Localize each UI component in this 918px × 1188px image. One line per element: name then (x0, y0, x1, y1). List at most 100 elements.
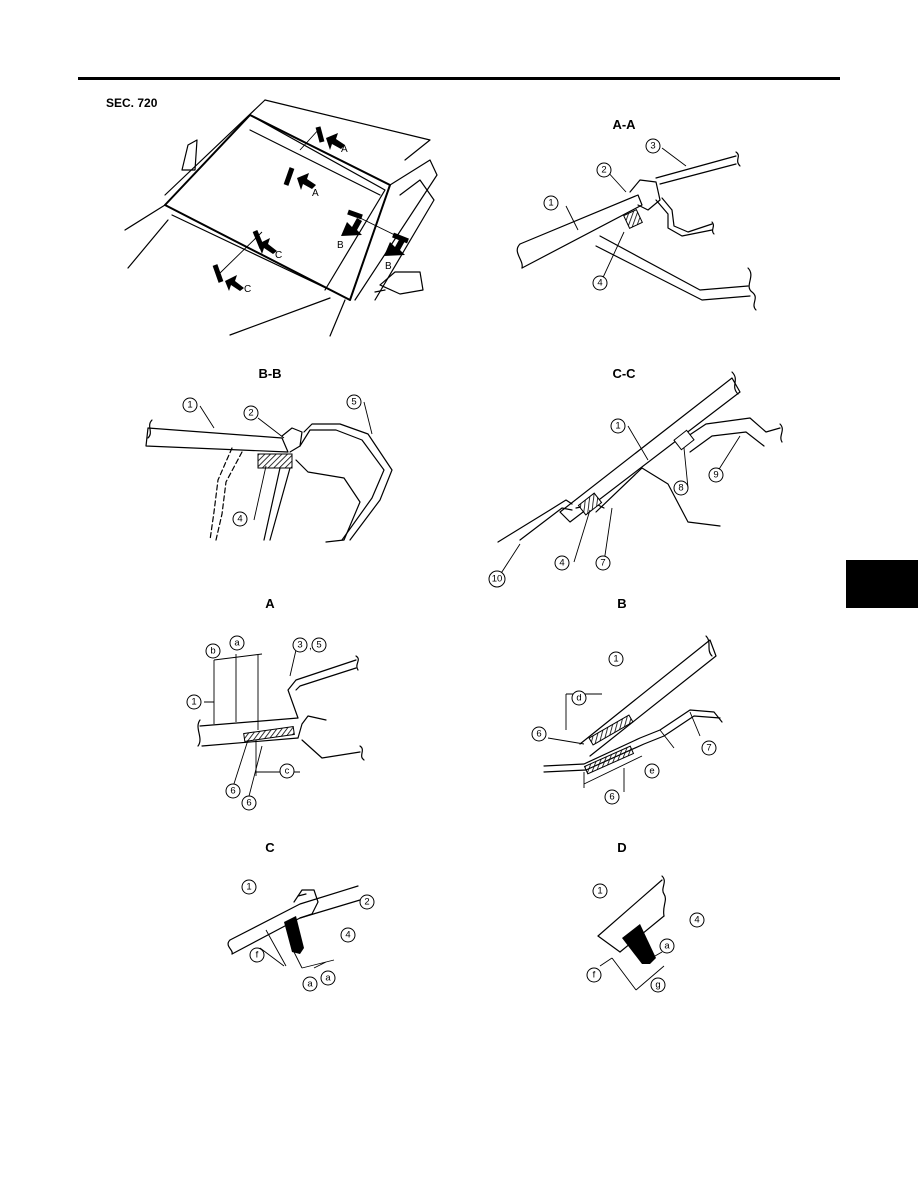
callout-d-f: f (586, 967, 602, 983)
callout-b-7: 7 (701, 740, 717, 756)
section-bb-diagram: B-B (145, 366, 393, 543)
svg-text:f: f (593, 970, 596, 981)
callout-a-3: 3 (292, 637, 308, 653)
svg-text:4: 4 (345, 930, 350, 941)
callout-b-6-lower: 6 (604, 789, 620, 805)
callout-d-1: 1 (592, 883, 608, 899)
svg-text:7: 7 (706, 743, 711, 754)
detail-d-diagram: D (597, 840, 667, 991)
svg-text:4: 4 (694, 915, 699, 926)
callout-cc-7: 7 (595, 555, 611, 571)
svg-text:1: 1 (613, 654, 618, 665)
callout-d-4: 4 (689, 912, 705, 928)
section-cc-title: C-C (612, 366, 636, 381)
svg-text:5: 5 (316, 640, 321, 651)
svg-text:2: 2 (601, 165, 606, 176)
callout-a-6-upper: 6 (225, 783, 241, 799)
callout-a-comma: , (309, 641, 312, 652)
svg-text:B: B (385, 261, 392, 272)
svg-text:3: 3 (297, 640, 302, 651)
svg-text:2: 2 (364, 897, 369, 908)
svg-text:1: 1 (246, 882, 251, 893)
callout-cc-1: 1 (610, 418, 626, 434)
callout-b-6-left: 6 (531, 726, 547, 742)
callout-aa-3: 3 (645, 138, 661, 154)
section-aa-diagram: A-A (516, 117, 757, 311)
callout-cc-9: 9 (708, 467, 724, 483)
callout-b-1: 1 (608, 651, 624, 667)
callout-bb-4: 4 (232, 511, 248, 527)
svg-text:a: a (664, 941, 670, 952)
callout-bb-5: 5 (346, 394, 362, 410)
svg-text:c: c (285, 766, 290, 777)
callout-aa-1: 1 (543, 195, 559, 211)
svg-text:a: a (234, 638, 240, 649)
callout-a-1: 1 (186, 694, 202, 710)
svg-text:6: 6 (609, 792, 614, 803)
section-aa-title: A-A (612, 117, 636, 132)
svg-text:a: a (307, 979, 313, 990)
detail-a-diagram: A (197, 596, 365, 801)
svg-text:d: d (576, 693, 581, 704)
svg-text:B: B (337, 240, 344, 251)
callout-aa-4: 4 (592, 275, 608, 291)
svg-text:C: C (275, 250, 282, 261)
chapter-index-tab (846, 560, 918, 608)
callout-bb-2: 2 (243, 405, 259, 421)
callout-c-1: 1 (241, 879, 257, 895)
section-cc-diagram: C-C (497, 366, 783, 579)
callout-c-a-left: a (302, 976, 318, 992)
svg-text:A: A (312, 188, 319, 199)
detail-b-diagram: B (543, 596, 723, 792)
svg-text:A: A (341, 144, 348, 155)
svg-text:6: 6 (246, 798, 251, 809)
callout-c-f: f (249, 947, 265, 963)
svg-text:10: 10 (492, 574, 503, 585)
windshield-overview: A A B B C C (124, 99, 438, 337)
detail-c-title: C (265, 840, 275, 855)
callout-c-2: 2 (359, 894, 375, 910)
callout-bb-1: 1 (182, 397, 198, 413)
callout-c-4: 4 (340, 927, 356, 943)
detail-d-title: D (617, 840, 626, 855)
svg-text:4: 4 (237, 514, 242, 525)
svg-text:4: 4 (559, 558, 564, 569)
header-rule (78, 77, 840, 80)
svg-text:e: e (649, 766, 654, 777)
svg-text:9: 9 (713, 470, 718, 481)
callout-b-e: e (644, 763, 660, 779)
svg-text:7: 7 (600, 558, 605, 569)
callout-d-g: g (650, 977, 666, 993)
callout-a-6-lower: 6 (241, 795, 257, 811)
svg-text:6: 6 (230, 786, 235, 797)
callout-d-a: a (659, 938, 675, 954)
svg-text:b: b (210, 646, 215, 657)
callout-c-a-right: a (320, 970, 336, 986)
svg-text:C: C (244, 284, 251, 295)
svg-text:1: 1 (187, 400, 192, 411)
callout-cc-4: 4 (554, 555, 570, 571)
callout-b-d: d (571, 690, 587, 706)
detail-b-title: B (617, 596, 626, 611)
svg-text:1: 1 (615, 421, 620, 432)
svg-text:1: 1 (597, 886, 602, 897)
svg-text:a: a (325, 973, 331, 984)
detail-c-diagram: C (227, 840, 361, 969)
section-bb-title: B-B (258, 366, 281, 381)
callout-a-c: c (279, 763, 295, 779)
callout-aa-2: 2 (596, 162, 612, 178)
svg-text:1: 1 (191, 697, 196, 708)
detail-a-title: A (265, 596, 275, 611)
callout-a-b: b (205, 643, 221, 659)
svg-text:6: 6 (536, 729, 541, 740)
svg-text:g: g (655, 980, 660, 991)
svg-text:3: 3 (650, 141, 655, 152)
section-label: SEC. 720 (106, 96, 158, 110)
svg-text:8: 8 (678, 483, 683, 494)
svg-text:4: 4 (597, 278, 602, 289)
callout-cc-8: 8 (673, 480, 689, 496)
svg-text:2: 2 (248, 408, 253, 419)
svg-text:5: 5 (351, 397, 356, 408)
